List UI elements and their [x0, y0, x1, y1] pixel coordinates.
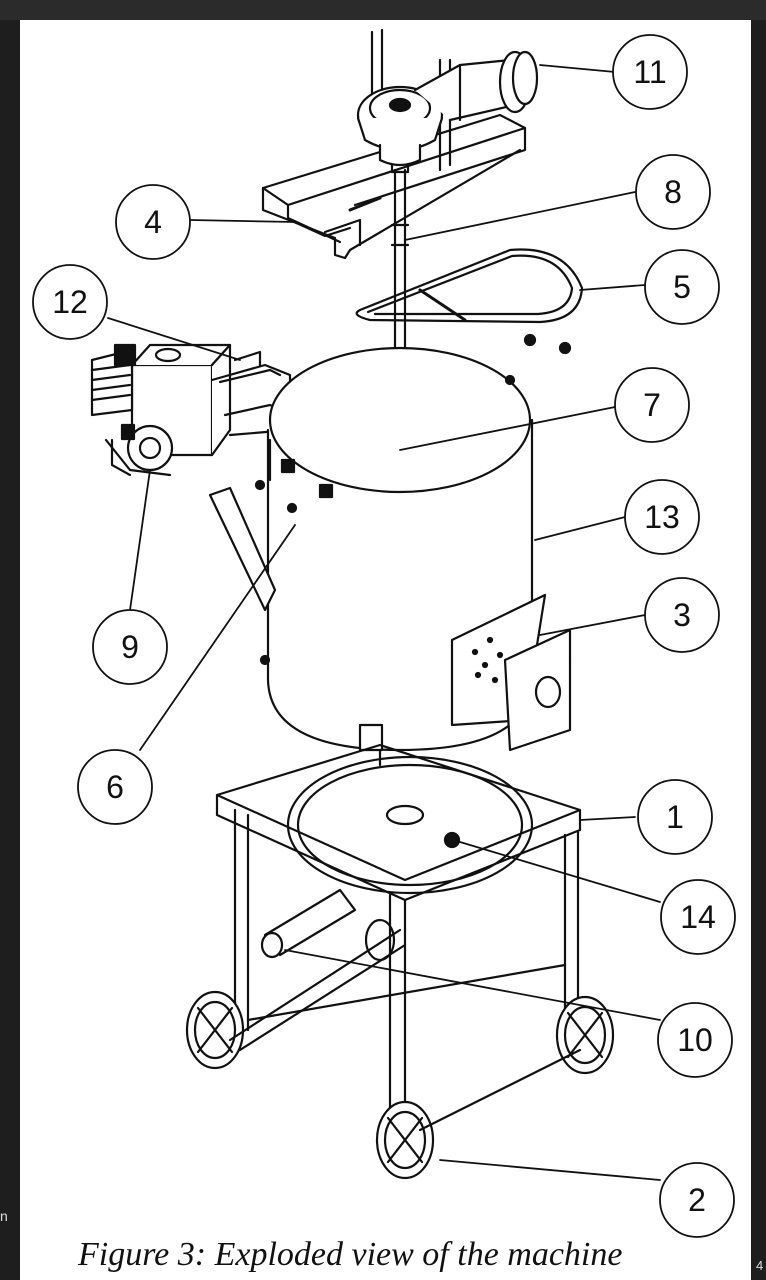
wheels	[185, 918, 615, 1180]
leader-lines	[107, 64, 661, 1181]
base-plate	[286, 755, 534, 895]
callout-6: 6	[106, 769, 124, 805]
petrol-engine	[90, 343, 232, 477]
figure-sheet: 11 8 4 5 12 7 13 3 9 6 1 14 10 2	[20, 20, 751, 1280]
gear-motor	[356, 50, 539, 174]
callout-5: 5	[673, 269, 691, 305]
edge-text-left: n	[0, 1208, 8, 1224]
discharge-hopper	[450, 593, 572, 752]
callout-2: 2	[688, 1182, 706, 1218]
callout-labels: 11 8 4 5 12 7 13 3 9 6 1 14 10 2	[52, 54, 716, 1218]
callout-circles	[32, 34, 736, 1238]
callout-4: 4	[144, 204, 162, 240]
edge-text-right: 4	[756, 1258, 764, 1273]
callout-7: 7	[643, 387, 661, 423]
callout-10: 10	[677, 1022, 713, 1058]
drive-belt	[355, 248, 584, 324]
inlet-chute	[208, 486, 277, 612]
callout-11: 11	[633, 54, 666, 90]
callout-1: 1	[666, 799, 684, 835]
callout-9: 9	[121, 629, 139, 665]
machine-exploded-diagram: 11 8 4 5 12 7 13 3 9 6 1 14 10 2	[32, 28, 736, 1238]
figure-caption: Figure 3: Exploded view of the machine	[78, 1236, 623, 1273]
outlet-pipe	[260, 888, 357, 959]
window-top-bar	[0, 0, 766, 20]
callout-8: 8	[664, 174, 682, 210]
callout-14: 14	[680, 899, 716, 935]
callout-3: 3	[673, 597, 691, 633]
callout-13: 13	[644, 499, 680, 535]
callout-12: 12	[52, 284, 88, 320]
